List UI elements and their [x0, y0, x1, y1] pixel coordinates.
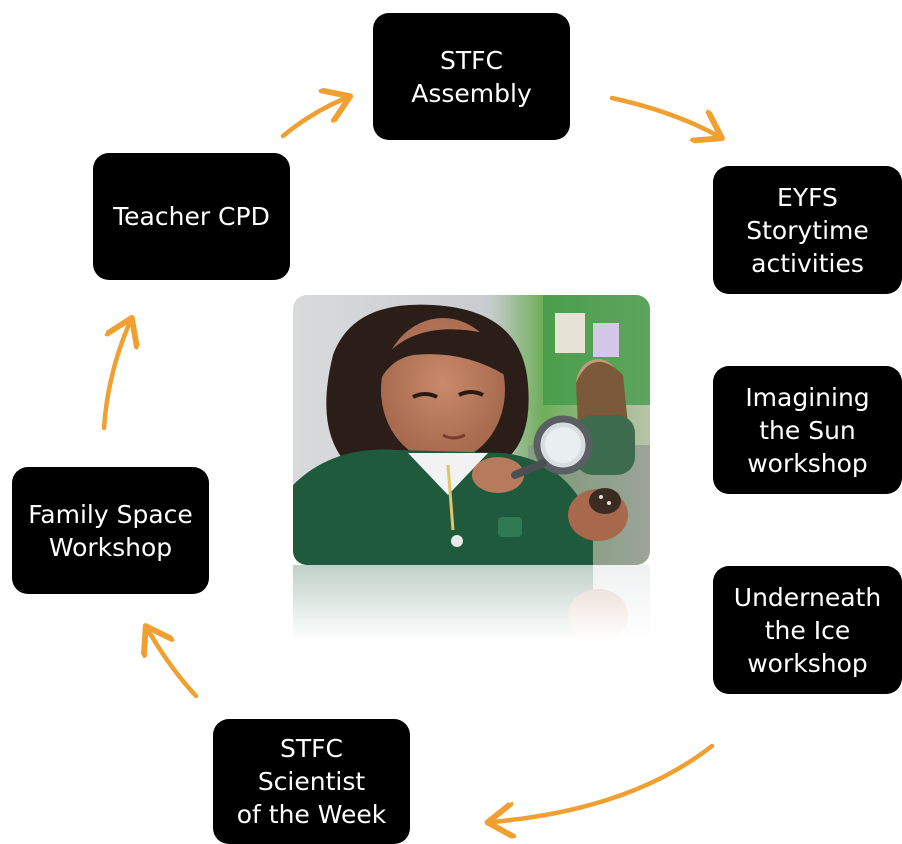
arrow-cpd-to-assembly — [280, 98, 346, 139]
center-photo-reflection — [293, 565, 650, 640]
arrow-scientist-to-family — [148, 630, 199, 699]
node-imagining-the-sun: Imagining the Sun workshop — [713, 366, 902, 494]
arrow-ice-to-scientist — [492, 743, 715, 822]
node-scientist-of-the-week-label: STFC Scientist of the Week — [236, 734, 387, 829]
node-eyfs-storytime: EYFS Storytime activities — [713, 166, 902, 294]
node-eyfs-storytime-label: EYFS Storytime activities — [746, 182, 869, 278]
node-scientist-of-the-week: STFC Scientist of the Week — [213, 719, 410, 844]
node-stfc-assembly-label: STFC Assembly — [411, 45, 532, 108]
girl-with-magnifying-glass-illustration — [293, 295, 650, 565]
node-underneath-the-ice: Underneath the Ice workshop — [713, 566, 902, 694]
node-underneath-the-ice-label: Underneath the Ice workshop — [733, 582, 882, 678]
node-family-space-workshop: Family Space Workshop — [12, 467, 209, 594]
arrow-assembly-to-eyfs — [609, 95, 718, 136]
photo-reflection-illustration — [293, 565, 650, 640]
node-stfc-assembly: STFC Assembly — [373, 13, 570, 140]
node-teacher-cpd: Teacher CPD — [93, 153, 290, 280]
node-imagining-the-sun-label: Imagining the Sun workshop — [745, 382, 870, 478]
node-family-space-workshop-label: Family Space Workshop — [28, 499, 193, 562]
arrow-family-to-cpd — [101, 322, 130, 431]
center-photo — [293, 295, 650, 565]
node-teacher-cpd-label: Teacher CPD — [113, 202, 270, 231]
